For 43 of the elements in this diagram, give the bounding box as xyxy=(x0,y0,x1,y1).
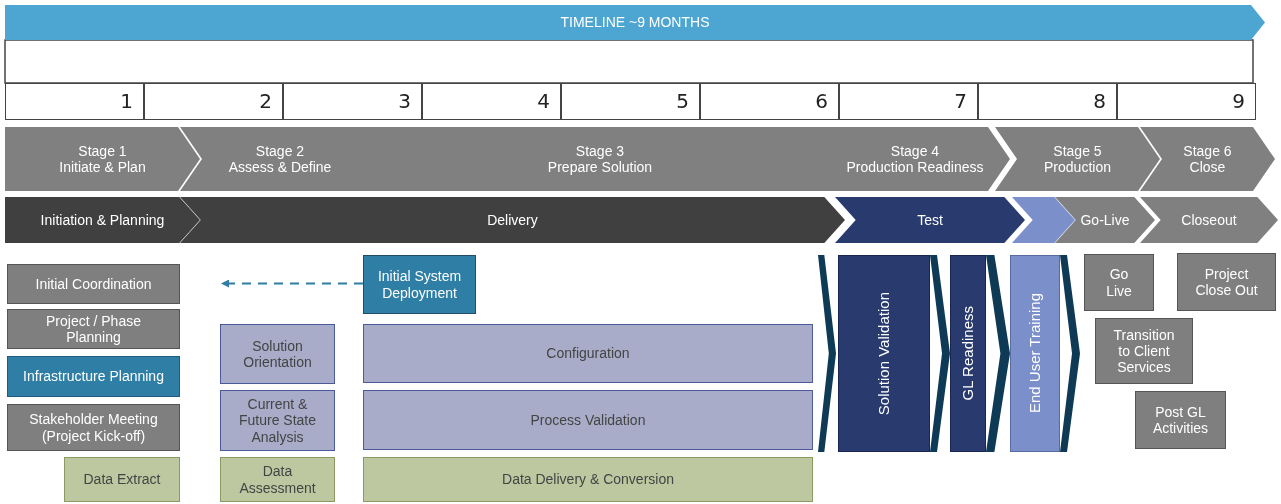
month-cell: 5 xyxy=(561,83,700,120)
chevron-arrow xyxy=(818,255,836,452)
stage-panel: Stage 6 Close xyxy=(1140,127,1275,191)
stage-panel: Stage 5 Production xyxy=(995,127,1160,191)
phase-panel xyxy=(1012,197,1075,243)
activity-box: Initial Coordination xyxy=(7,264,180,304)
activity-box: Transition to Client Services xyxy=(1095,318,1193,384)
test-task-box: GL Readiness xyxy=(950,255,986,452)
activity-box: Go Live xyxy=(1084,254,1154,311)
data-task-box: Data Assessment xyxy=(220,457,335,502)
test-task-box: Solution Validation xyxy=(838,255,930,452)
data-task-box: Data Extract xyxy=(64,457,180,502)
month-cell: 9 xyxy=(1117,83,1256,120)
stage-panel: Stage 1 Initiate & Plan xyxy=(5,127,200,191)
activity-box: Post GL Activities xyxy=(1135,391,1226,449)
month-cell: 8 xyxy=(978,83,1117,120)
stage-panel: Stage 4 Production Readiness xyxy=(820,127,1010,191)
month-cell: 6 xyxy=(700,83,839,120)
month-cell: 1 xyxy=(5,83,144,120)
phase-panel: Test xyxy=(835,197,1025,243)
activity-box: Solution Orientation xyxy=(220,324,335,384)
month-cell: 4 xyxy=(422,83,561,120)
activity-box: Configuration xyxy=(363,324,813,383)
month-cell: 2 xyxy=(144,83,283,120)
activity-box: Project Close Out xyxy=(1177,253,1276,311)
activity-box: Infrastructure Planning xyxy=(7,356,180,397)
month-cell: 3 xyxy=(283,83,422,120)
phase-panel: Go-Live xyxy=(1055,197,1155,243)
activity-box: Initial System Deployment xyxy=(363,255,476,314)
chevron-arrow xyxy=(1060,255,1080,452)
activity-box: Process Validation xyxy=(363,390,813,450)
phase-panel: Initiation & Planning xyxy=(5,197,200,243)
data-task-box: Data Delivery & Conversion xyxy=(363,457,813,502)
activity-box: Project / Phase Planning xyxy=(7,309,180,349)
chevron-arrow xyxy=(930,255,950,452)
stage-panel: Stage 2 Assess & Define xyxy=(180,127,380,191)
dashed-arrow xyxy=(221,279,364,288)
month-cell: 7 xyxy=(839,83,978,120)
test-task-box: End User Training xyxy=(1010,255,1060,452)
phase-panel: Closeout xyxy=(1140,197,1278,243)
activity-box: Current & Future State Analysis xyxy=(220,390,335,451)
activity-box: Stakeholder Meeting (Project Kick-off) xyxy=(7,404,180,451)
chevron-arrow xyxy=(986,255,1010,452)
